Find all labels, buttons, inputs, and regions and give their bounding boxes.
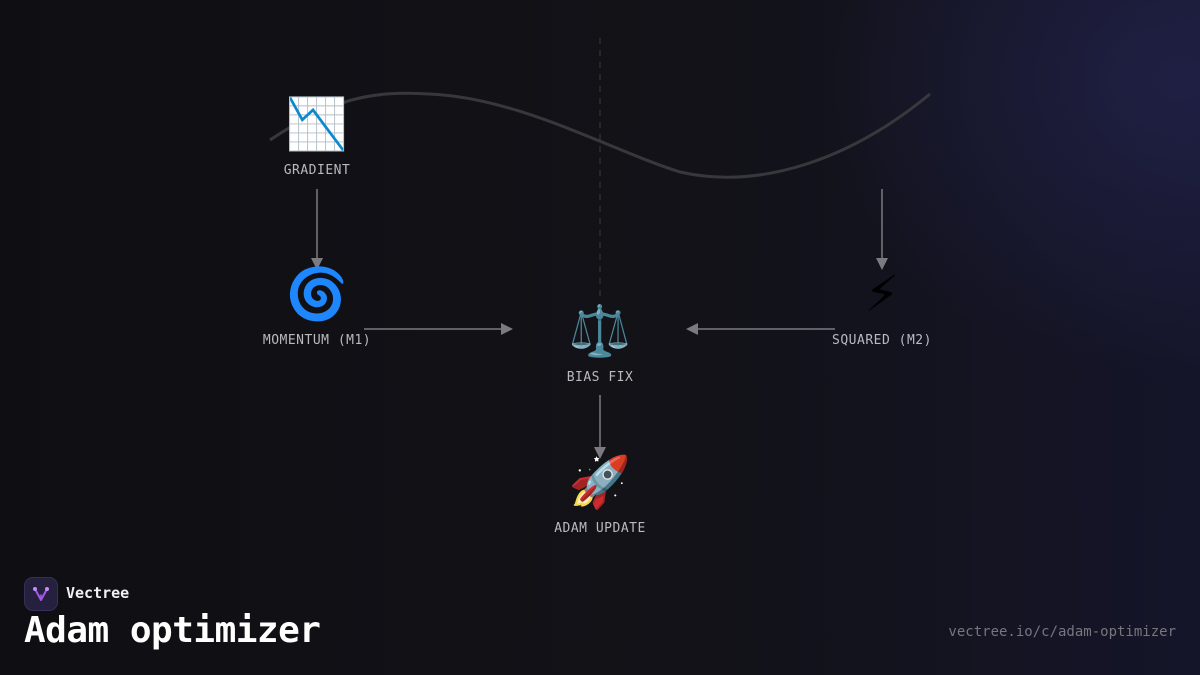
chart-decreasing-icon: 📉 xyxy=(285,95,349,153)
rocket-icon: 🚀 xyxy=(568,453,632,511)
loss-curve xyxy=(269,91,931,179)
lightning-icon: ⚡ xyxy=(864,265,900,323)
balance-scale-icon: ⚖️ xyxy=(568,302,632,360)
cyclone-icon: 🌀 xyxy=(285,265,349,323)
page-url[interactable]: vectree.io/c/adam-optimizer xyxy=(948,624,1176,640)
momentum-label: MOMENTUM (M1) xyxy=(262,333,372,348)
gradient-label: GRADIENT xyxy=(283,163,351,178)
page-title: Adam optimizer xyxy=(24,610,321,651)
squared-label: SQUARED (M2) xyxy=(832,333,932,348)
bias-fix-label: BIAS FIX xyxy=(566,370,634,385)
brand-name: Vectree xyxy=(66,584,130,602)
adam-update-label: ADAM UPDATE xyxy=(554,521,646,536)
vectree-logo xyxy=(24,577,58,611)
